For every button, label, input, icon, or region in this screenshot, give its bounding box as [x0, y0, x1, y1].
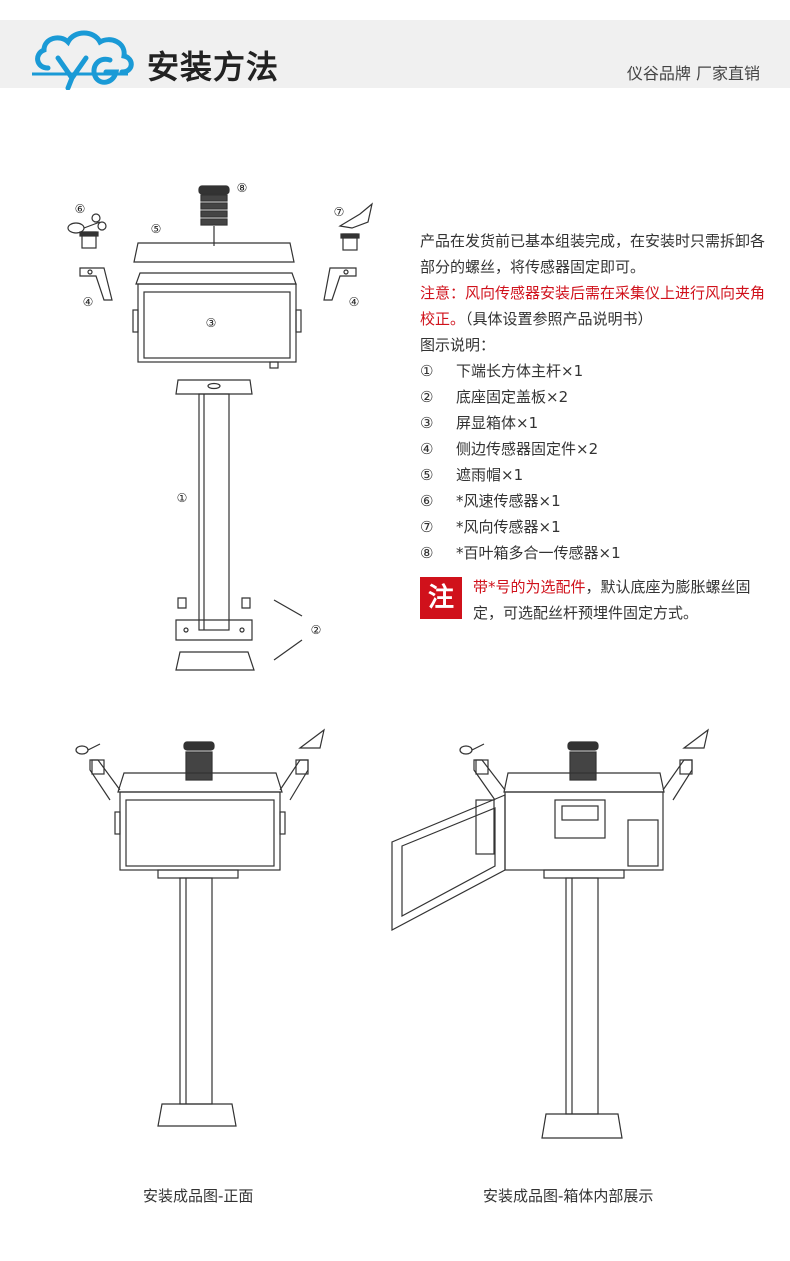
label-7: ⑦ [334, 205, 345, 219]
display-box-part [132, 272, 302, 369]
caption-inside-view: 安装成品图-箱体内部展示 [483, 1187, 654, 1205]
caption-front-view: 安装成品图-正面 [143, 1187, 254, 1205]
louver-sensor-part [198, 185, 230, 240]
intro-section: 产品在发货前已基本组装完成，在安装时只需拆卸各部分的螺丝，将传感器固定即可。 注… [420, 228, 770, 566]
base-plate-part [175, 597, 303, 671]
label-8: ⑧ [237, 181, 248, 195]
label-4-left: ④ [83, 295, 94, 309]
side-bracket-right-part [323, 267, 357, 301]
note-rest: ，默认底座为膨胀螺丝固定，可选配丝杆预埋件固定方式。 [473, 578, 751, 622]
label-6: ⑥ [75, 202, 86, 216]
anemometer-part [67, 213, 107, 249]
note-text: 带*号的为选配件，默认底座为膨胀螺丝固定，可选配丝杆预埋件固定方式。 [473, 574, 773, 626]
legend-item: ⑥*风速传感器×1 [420, 492, 561, 510]
note-badge: 注 [420, 577, 462, 619]
side-bracket-left-part [79, 267, 113, 301]
legend-item: ⑦*风向传感器×1 [420, 518, 561, 536]
legend-title: 图示说明： [420, 336, 496, 354]
note-highlight: 带*号的为选配件 [473, 578, 586, 596]
label-4-right: ④ [349, 295, 360, 309]
label-1: ① [177, 491, 188, 505]
page-title: 安装方法 [147, 48, 280, 86]
rain-cap-part [133, 240, 295, 263]
assembled-inside-view [391, 728, 709, 1139]
intro-paragraph: 产品在发货前已基本组装完成，在安装时只需拆卸各部分的螺丝，将传感器固定即可。 [420, 232, 766, 276]
assembled-front-view [75, 728, 325, 1127]
warning-paragraph: 注意：风向传感器安装后需在采集仪上进行风向夹角校正。（具体设置参照产品说明书） [420, 280, 770, 332]
label-5: ⑤ [151, 222, 162, 236]
page-header: 安装方法 仪谷品牌 厂家直销 [0, 20, 790, 90]
label-2: ② [311, 623, 322, 637]
brand-slogan: 仪谷品牌 厂家直销 [626, 64, 760, 83]
brand-logo-icon [32, 30, 134, 90]
wind-vane-part [338, 202, 373, 251]
main-pole-part [175, 379, 253, 631]
warning-text: 注意：风向传感器安装后需在采集仪上进行风向夹角校正。 [420, 284, 766, 328]
legend-item: ⑧*百叶箱多合一传感器×1 [420, 544, 621, 562]
warning-suffix: （具体设置参照产品说明书） [465, 310, 653, 328]
label-3: ③ [206, 316, 217, 330]
